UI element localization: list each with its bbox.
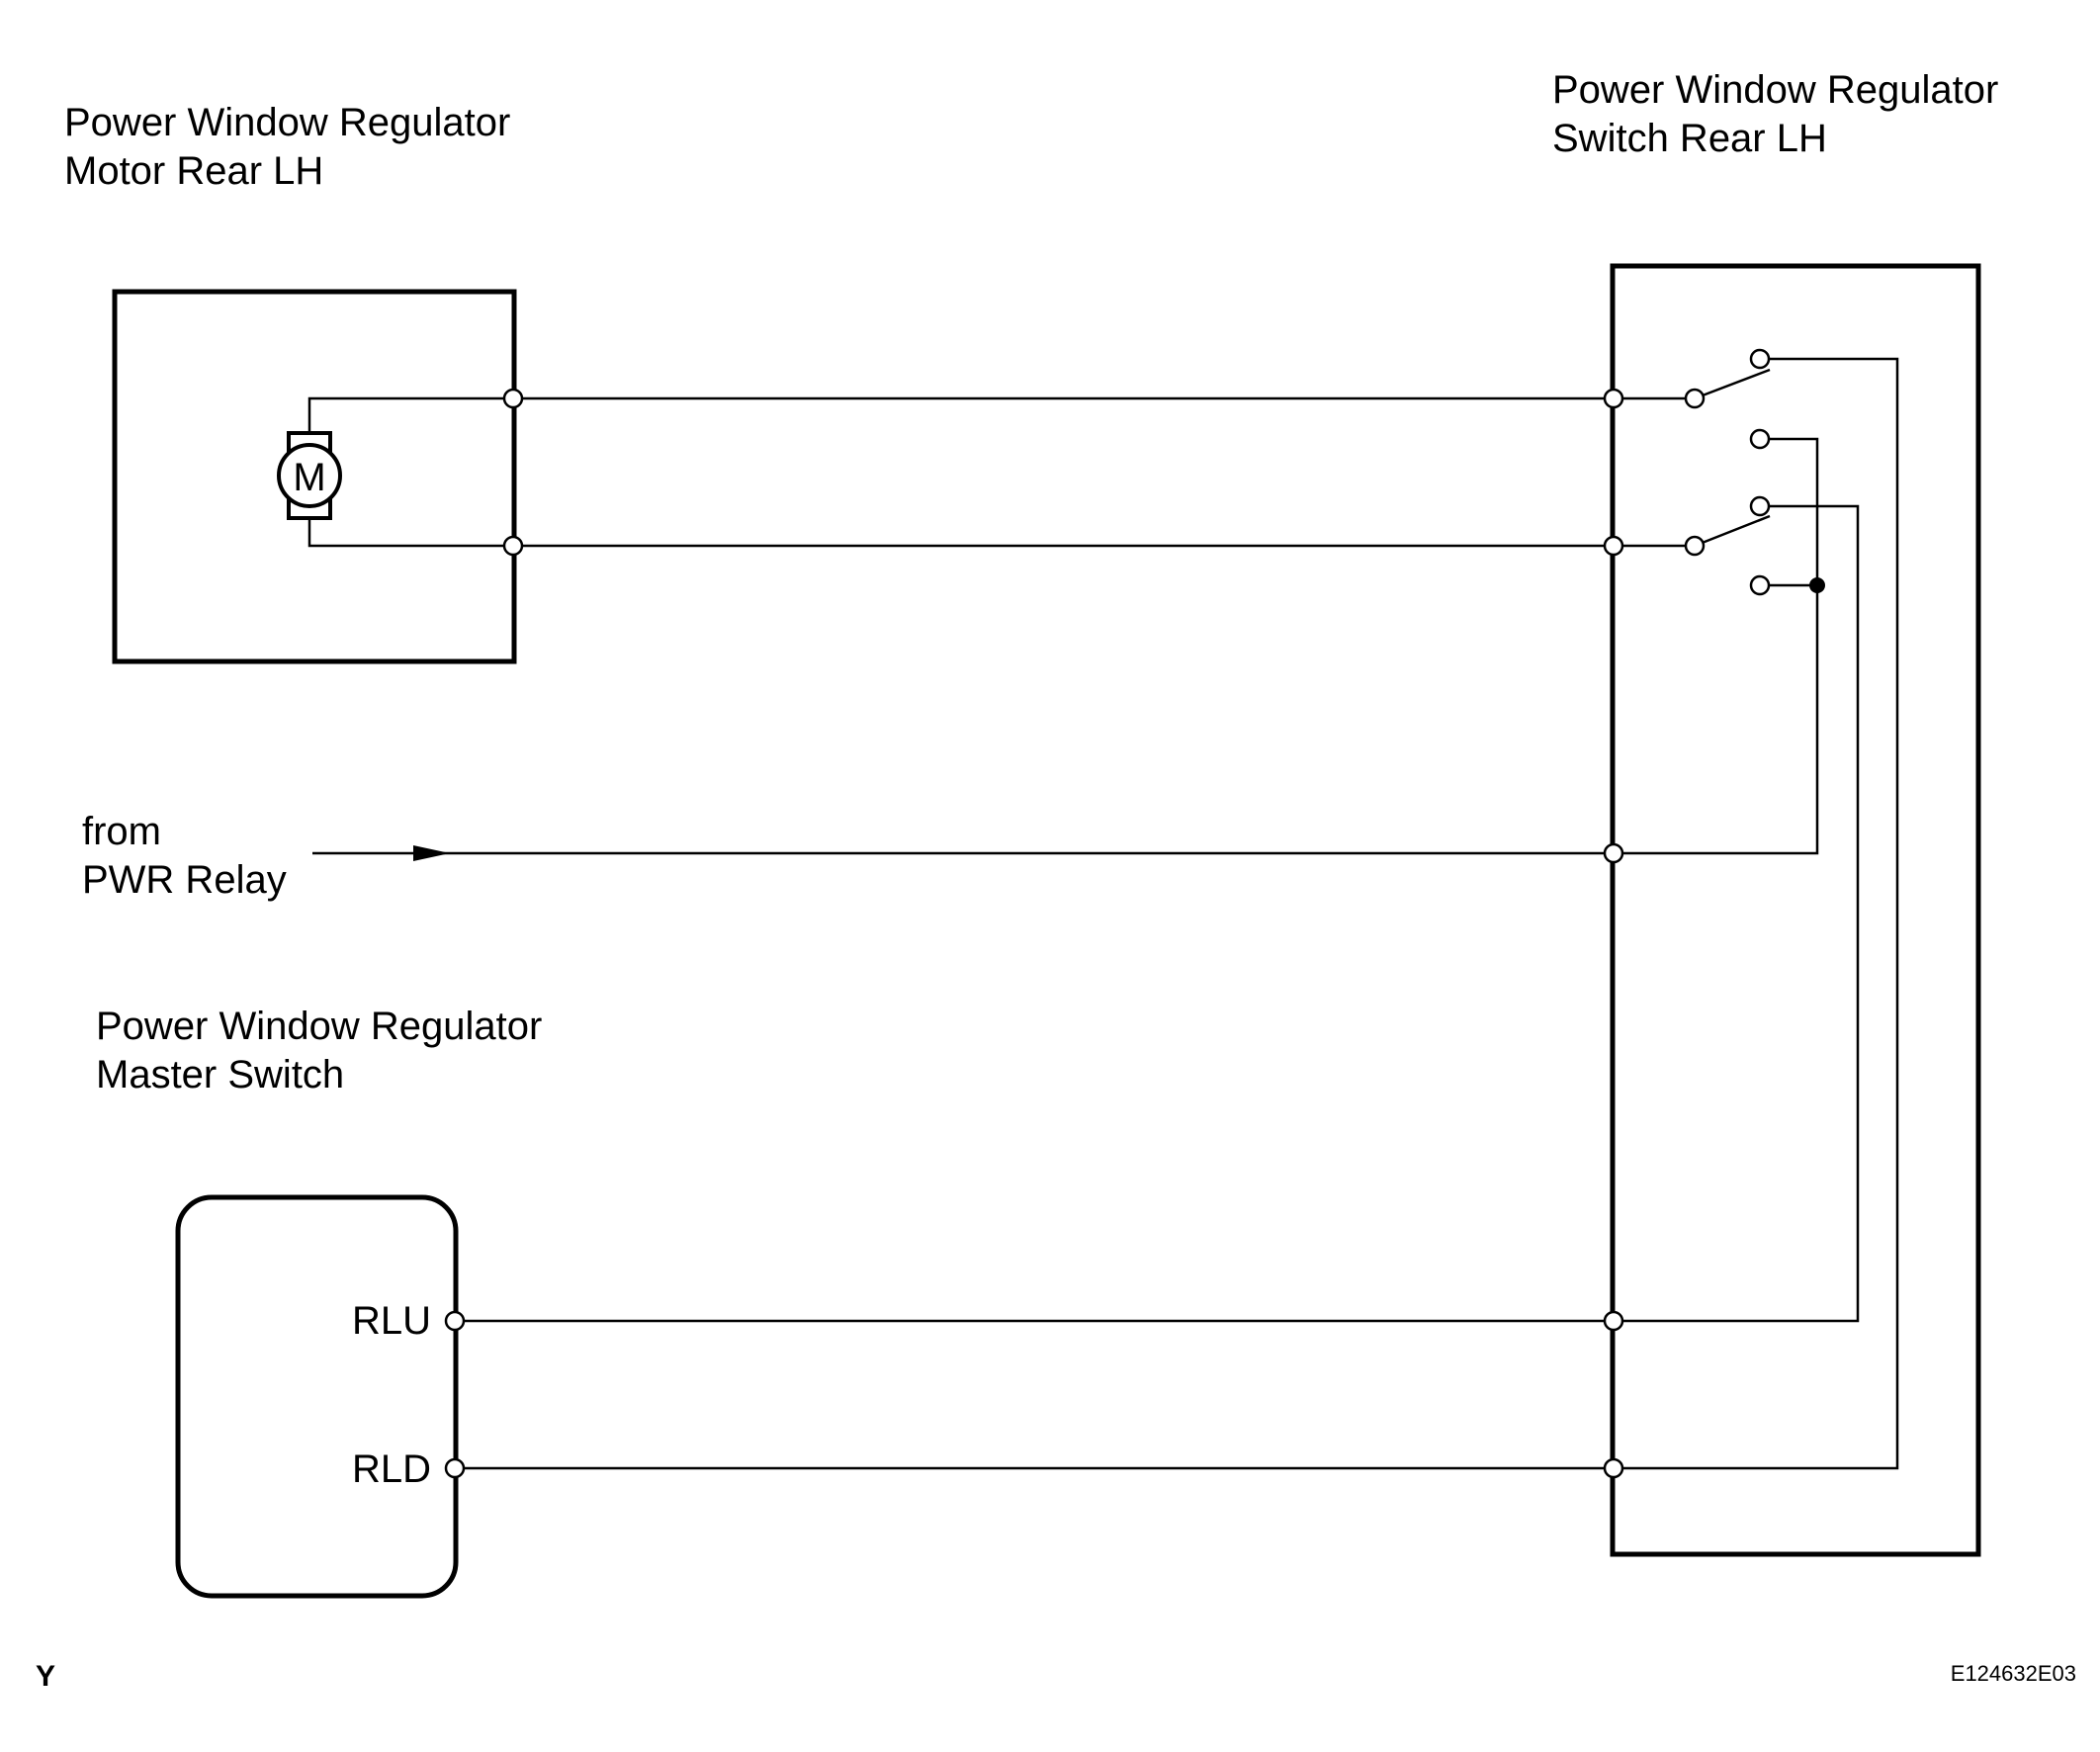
master-title-line1: Power Window Regulator <box>96 1005 542 1048</box>
switch-wire-to-rld <box>1614 357 1899 1470</box>
switch-contact-4 <box>1749 574 1771 596</box>
pwr-relay-label-line2: PWR Relay <box>82 858 287 902</box>
motor-terminal-lower <box>502 535 524 557</box>
switch-terminal-pwr <box>1603 842 1624 864</box>
motor-title-line2: Motor Rear LH <box>64 149 323 193</box>
master-terminal-rlu <box>444 1310 466 1332</box>
motor-title-line1: Power Window Regulator <box>64 101 510 144</box>
motor-box <box>112 289 517 664</box>
switch-contact-3 <box>1749 495 1771 517</box>
switch-wire-contact2 <box>1760 437 1819 585</box>
switch-contact-2 <box>1749 428 1771 450</box>
junction-dot <box>1809 577 1825 593</box>
motor-icon <box>277 443 342 508</box>
rlu-label: RLU <box>352 1299 431 1343</box>
arrow-icon <box>413 845 450 861</box>
corner-y-label: Y <box>36 1660 55 1693</box>
motor-wire-lower <box>307 518 513 548</box>
motor-wire-upper <box>307 396 513 433</box>
switch-blade-1 <box>1694 368 1771 400</box>
switch-title-line1: Power Window Regulator <box>1552 68 1998 112</box>
switch-terminal-rld <box>1603 1457 1624 1479</box>
rld-label: RLD <box>352 1447 431 1491</box>
switch-terminal-2 <box>1603 535 1624 557</box>
motor-symbol-label: M <box>293 456 325 499</box>
switch-rear-lh-box <box>1610 263 1981 1557</box>
pwr-relay-label-line1: from <box>82 810 161 853</box>
switch-terminal-rlu <box>1603 1310 1624 1332</box>
switch-title-line2: Switch Rear LH <box>1552 117 1827 160</box>
switch-wire-to-pwr <box>1614 585 1819 855</box>
switch-pivot-2 <box>1684 535 1706 557</box>
switch-terminal-1 <box>1603 388 1624 409</box>
switch-blade-2 <box>1694 514 1771 548</box>
switch-wire-to-rlu <box>1614 504 1860 1323</box>
motor-terminal-upper <box>502 388 524 409</box>
master-terminal-rld <box>444 1457 466 1479</box>
master-title-line2: Master Switch <box>96 1053 344 1096</box>
figure-code: E124632E03 <box>1951 1661 2076 1686</box>
switch-contact-1 <box>1749 348 1771 370</box>
switch-pivot-1 <box>1684 388 1706 409</box>
master-switch-box <box>175 1194 459 1599</box>
